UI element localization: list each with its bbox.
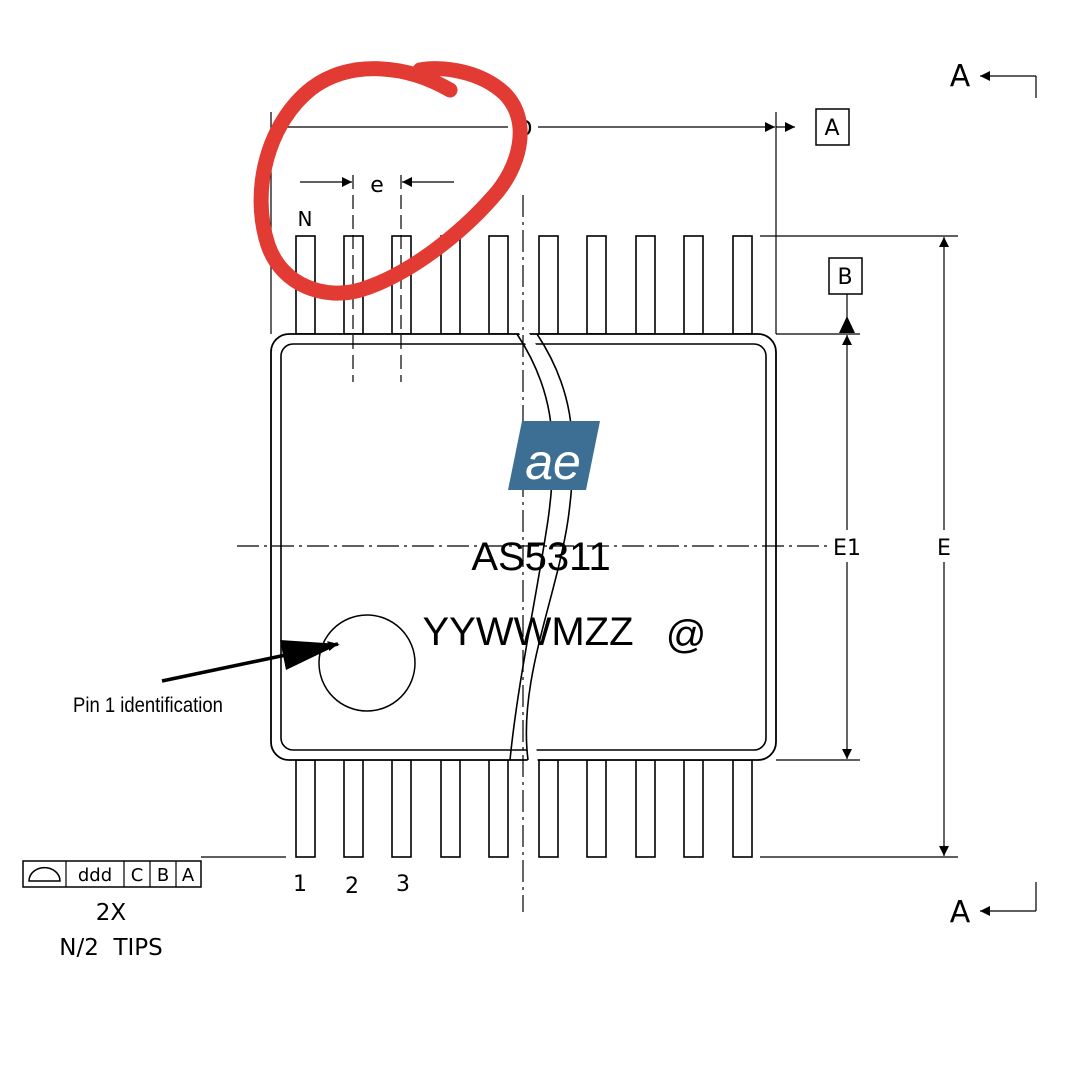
part-number: AS5311 [471,535,610,579]
tolerance-note-tips: N/2 TIPS [59,935,163,961]
profile-of-surface-icon [28,866,61,882]
pin-top [538,235,559,335]
tolerance-cell-a: A [182,865,195,886]
pin-number-label: 2 [345,874,359,899]
pin-top [732,235,753,335]
marking-symbol: @ [666,613,707,657]
pin-top [488,235,509,335]
pin-number-label: 3 [396,872,410,897]
section-mark-top-label: A [950,59,971,94]
dimension-e-pitch-label: e [370,173,384,198]
pin-n-label: N [298,207,313,231]
pin1-arrow-head [280,640,340,670]
bottom-pin-row [295,759,753,858]
section-mark-bottom-label: A [950,895,971,930]
tolerance-frame: ddd C B A [22,860,202,888]
pin-bottom [732,759,753,858]
dimension-e: E [760,235,958,858]
ae-logo-text: ae [525,434,581,490]
break-line [509,333,554,761]
pin-bottom [440,759,461,858]
tolerance-cell-c: C [131,865,144,886]
datum-a-label: A [824,116,839,141]
pin-top [586,235,607,335]
tolerance-cell-ddd: ddd [78,865,112,886]
pin-number-label: 1 [293,872,307,897]
section-mark-top: A [950,59,1037,98]
pin-bottom [586,759,607,858]
pin1-dimple [318,614,416,712]
pin-top [635,235,656,335]
datum-b-label: B [837,265,852,290]
ae-logo: ae [508,421,600,490]
red-annotation-circle [253,61,528,301]
dimension-e1-label: E1 [833,536,861,561]
tolerance-note-2x: 2X [96,900,127,926]
pin-top [683,235,704,335]
pin-bottom [488,759,509,858]
pin1-label: Pin 1 identification [73,694,223,717]
pin-bottom [683,759,704,858]
date-code: YYWWMZZ [422,610,633,654]
top-pin-row [295,235,753,335]
pin-bottom [295,759,316,858]
tolerance-cell-b: B [157,865,169,886]
pin-bottom [343,759,364,858]
pin-bottom [538,759,559,858]
break-line [525,333,574,761]
section-mark-bottom: A [950,882,1037,930]
dimension-e1: E1 [776,333,861,761]
pin-bottom [635,759,656,858]
pin-bottom [391,759,412,858]
dimension-e-label: E [937,536,951,561]
datum-b-box: B [828,257,863,333]
datum-a-box: A [815,108,850,146]
